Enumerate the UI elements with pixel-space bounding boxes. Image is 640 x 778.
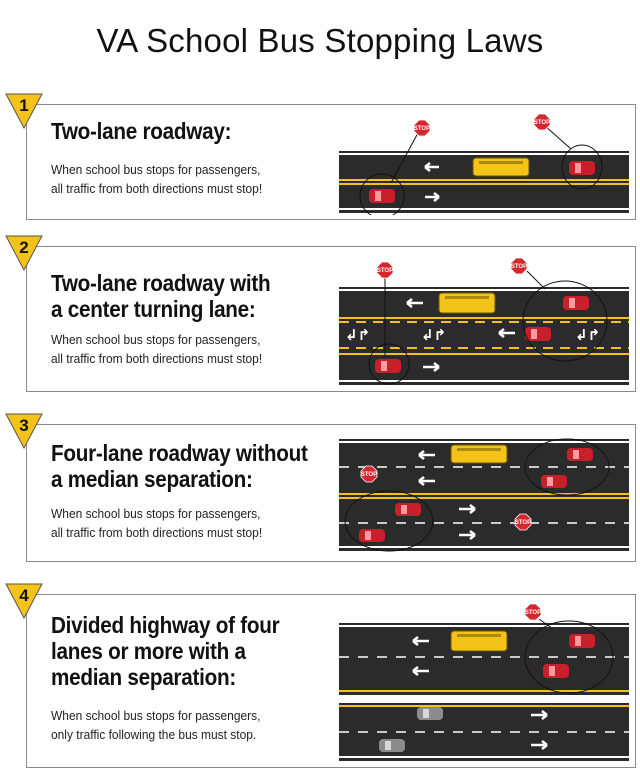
svg-text:STOP: STOP: [534, 120, 550, 126]
panel-description: When school bus stops for passengers, al…: [51, 161, 262, 199]
red-car: [563, 296, 589, 310]
roadway-diagram: ↲↱ ↲↱ ↲↱ STOP STOP: [339, 253, 629, 387]
panel-description-line: When school bus stops for passengers,: [51, 162, 261, 177]
svg-text:STOP: STOP: [511, 264, 527, 270]
panel-description-line: When school bus stops for passengers,: [51, 332, 261, 347]
school-bus: [450, 630, 508, 652]
stop-zone-circle: [524, 438, 610, 496]
stop-zone-circle: [522, 280, 608, 362]
stop-zone-circle: [561, 144, 603, 190]
panel-number: 3: [19, 416, 29, 435]
turn-lane-arrows-icon: ↲↱: [575, 326, 600, 344]
stop-zone-circle: [359, 173, 405, 215]
stop-sign-icon: STOP: [514, 513, 532, 531]
arrow-icon: [406, 298, 423, 308]
arrow-icon: [423, 362, 440, 372]
panel-title: Four-lane roadway without a median separ…: [51, 440, 308, 493]
panel-number-badge: 1: [5, 93, 43, 129]
stop-sign-icon: STOP: [360, 465, 378, 483]
stop-zone-circle: [524, 620, 614, 694]
panel-two-lane: Two-lane roadway: When school bus stops …: [5, 93, 636, 220]
roadway-diagram: STOP STOP: [339, 111, 629, 215]
panel-title-line: a center turning lane:: [51, 295, 256, 322]
panel-title-line: Four-lane roadway without: [51, 440, 308, 466]
page-title: VA School Bus Stopping Laws: [96, 22, 544, 59]
panel-description-line: When school bus stops for passengers,: [51, 506, 261, 521]
arrow-icon: [412, 636, 429, 646]
turn-lane-arrows-icon: ↲↱: [421, 326, 446, 344]
stop-sign-icon: STOP: [524, 603, 542, 621]
panel-description-line: all traffic from both directions must st…: [51, 350, 263, 366]
arrow-icon: [459, 530, 476, 540]
arrow-icon: [418, 476, 435, 486]
arrow-icon: [424, 162, 439, 172]
arrow-icon: [459, 504, 476, 514]
panel-description-line: only traffic following the bus must stop…: [51, 726, 257, 742]
red-car: [525, 327, 551, 341]
stop-zone-circle: [344, 490, 434, 552]
red-car: [369, 189, 395, 203]
panel-four-lane-no-median: Four-lane roadway without a median separ…: [5, 413, 636, 562]
red-car: [569, 161, 595, 175]
panel-description-line: all traffic from both directions must st…: [51, 524, 263, 540]
panel-title: Two-lane roadway:: [51, 118, 232, 145]
school-bus: [450, 444, 508, 464]
panel-title-line: Two-lane roadway with: [51, 270, 271, 296]
arrow-icon: [531, 740, 548, 750]
panel-number-badge: 3: [5, 413, 43, 449]
svg-text:STOP: STOP: [361, 472, 377, 478]
panel-description: When school bus stops for passengers, al…: [51, 505, 262, 543]
red-car: [543, 664, 569, 678]
svg-text:↲↱: ↲↱: [575, 326, 600, 344]
arrow-icon: [418, 450, 435, 460]
roadway-diagram: STOP: [339, 601, 629, 763]
panel-number-badge: 4: [5, 583, 43, 619]
red-car: [541, 475, 567, 488]
svg-text:↲↱: ↲↱: [421, 326, 446, 344]
gray-car: [417, 707, 443, 720]
arrow-icon: [531, 710, 548, 720]
panel-number: 4: [19, 586, 29, 605]
school-bus: [472, 157, 530, 177]
red-car: [567, 448, 593, 461]
panel-number: 2: [19, 238, 29, 257]
panel-description: When school bus stops for passengers, al…: [51, 331, 262, 369]
stop-sign-icon: STOP: [376, 261, 394, 279]
panel-title: Divided highway of four lanes or more wi…: [51, 612, 280, 690]
panel-number: 1: [19, 96, 29, 115]
panel-center-turning-lane: Two-lane roadway with a center turning l…: [5, 235, 636, 392]
red-car: [359, 529, 385, 542]
svg-text:STOP: STOP: [515, 520, 531, 526]
panel-title-line: a median separation:: [51, 465, 253, 492]
svg-text:↲↱: ↲↱: [345, 326, 370, 344]
panel-number-badge: 2: [5, 235, 43, 271]
roadway-diagram: STOP STOP: [339, 435, 629, 555]
panel-title-line: median separation:: [51, 663, 236, 690]
svg-text:STOP: STOP: [377, 268, 393, 274]
panel-title-line: lanes or more with a: [51, 637, 246, 664]
panel-description: When school bus stops for passengers, on…: [51, 707, 260, 745]
arrow-icon: [412, 666, 429, 676]
stop-sign-icon: STOP: [413, 119, 431, 137]
arrow-icon: [498, 328, 515, 338]
panel-title-line: Divided highway of four: [51, 612, 280, 638]
panel-divided-highway: Divided highway of four lanes or more wi…: [5, 583, 636, 768]
stop-zone-circle: [368, 343, 410, 385]
svg-text:STOP: STOP: [414, 126, 430, 132]
panel-title-line: Two-lane roadway:: [51, 118, 232, 144]
panel-title: Two-lane roadway with a center turning l…: [51, 270, 271, 323]
red-car: [375, 359, 401, 373]
red-car: [395, 503, 421, 516]
turn-lane-arrows-icon: ↲↱: [345, 326, 370, 344]
school-bus: [438, 292, 496, 314]
gray-car: [379, 739, 405, 752]
svg-text:STOP: STOP: [525, 610, 541, 616]
arrow-icon: [425, 192, 440, 202]
red-car: [569, 634, 595, 648]
stop-sign-icon: STOP: [510, 257, 528, 275]
stop-sign-icon: STOP: [533, 113, 551, 131]
panel-description-line: When school bus stops for passengers,: [51, 708, 261, 723]
panel-description-line: all traffic from both directions must st…: [51, 180, 263, 196]
